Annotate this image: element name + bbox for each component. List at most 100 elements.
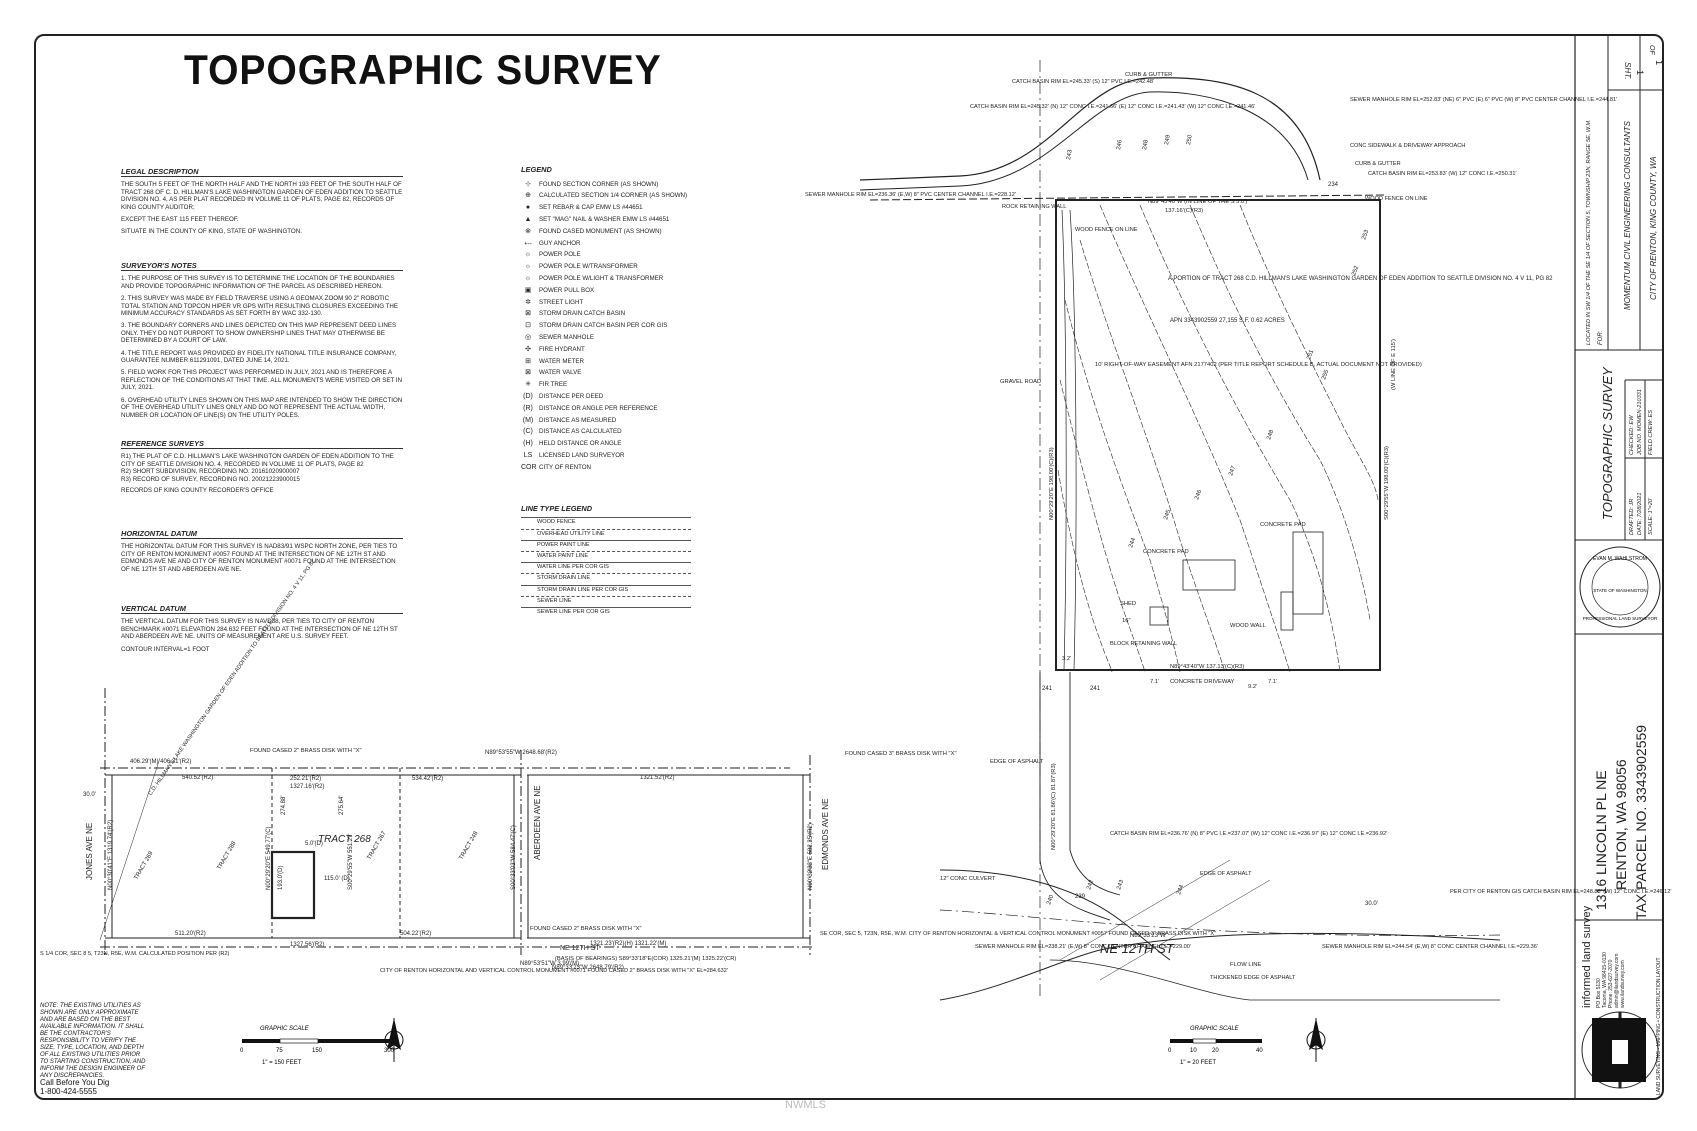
parcel-bearing: 137.16'(C)(R3) (1165, 208, 1203, 214)
aberdeen-ave-label: ABERDEEN AVE NE (533, 785, 542, 860)
legend-symbol-icon: ⤎ (524, 239, 532, 247)
legend-symbol-icon: ⊞ (525, 357, 531, 365)
legend-symbol-icon: LS (523, 451, 533, 459)
horizontal-text: THE HORIZONTAL DATUM FOR THIS SURVEY IS … (121, 543, 398, 573)
scale-tick: 10 (1190, 1048, 1197, 1054)
legend-item: ⊠STORM DRAIN CATCH BASIN (521, 308, 691, 320)
vertical-text: THE VERTICAL DATUM FOR THIS SURVEY IS NA… (121, 618, 398, 641)
client-name: MOMENTUM CIVIL ENGINEERING CONSULTANTS (1623, 120, 1632, 310)
dim-label: 406.29'(M) 406.31'(R2) (130, 759, 191, 765)
legend-symbol-icon: ● (525, 204, 531, 212)
legend-label: DISTANCE OR ANGLE PER REFERENCE (539, 404, 658, 412)
callout: WOOD WALL (1230, 623, 1267, 629)
subject-parcel-vicinity (270, 850, 316, 920)
line-type-item: WOOD FENCE (521, 517, 691, 528)
surveyor-note: 5. FIELD WORK FOR THIS PROJECT WAS PERFO… (121, 369, 403, 392)
dim-label: N00°32'33"E 582.35'(R2) (808, 823, 814, 890)
dim-label: 1321.23'(R2)(H) 1321.22'(M) (590, 941, 666, 947)
company-services: LAND SURVEYING • MAPPING • CONSTRUCTION … (1656, 957, 1662, 1095)
callout: SHED (1120, 601, 1136, 607)
dim-label: 30.0' (1365, 901, 1378, 907)
north-arrow-icon (384, 1018, 404, 1062)
contour-label: 242 (1086, 879, 1095, 891)
legend-item: ✣FIRE HYDRANT (521, 344, 691, 356)
scale-tick: 40 (1256, 1048, 1263, 1054)
call-phone: 1-800-424-5555 (40, 1087, 97, 1096)
legend-symbol-icon: ☼ (524, 251, 532, 259)
dim-label: 504.22'(R2) (400, 931, 431, 937)
legend-symbol-icon: ⊠ (525, 369, 531, 377)
legend-item: ⊡STORM DRAIN CATCH BASIN PER COR GIS (521, 320, 691, 332)
scale-title: GRAPHIC SCALE (1190, 1026, 1240, 1032)
callout: CONCRETE DRIVEWAY (1170, 679, 1235, 685)
legend-item: ⊗FOUND CASED MONUMENT (AS SHOWN) (521, 226, 691, 238)
legend-symbol-icon: ⊠ (525, 310, 531, 318)
dim-label: 3.2' (1062, 656, 1071, 662)
line-type-item: STORM DRAIN LINE PER COR GIS (521, 584, 691, 596)
callout: CONCRETE PAD (1143, 549, 1189, 555)
surveyor-note: 3. THE BOUNDARY CORNERS AND LINES DEPICT… (121, 322, 397, 345)
legend-symbol-icon: (H) (523, 440, 533, 448)
site-address: 1316 LINCOLN PL NE (1593, 770, 1609, 910)
line-type-label: OVERHEAD UTILITY LINE (535, 530, 607, 538)
diagonal-ref (99, 757, 161, 941)
callout: CURB & GUTTER (1125, 72, 1172, 78)
callout: PER CITY OF RENTON GIS CATCH BASIN RIM E… (1450, 889, 1671, 895)
reference-item: R3) RECORD OF SURVEY, RECORDING NO. 2002… (121, 475, 300, 483)
callout: CATCH BASIN RIM EL=245.32' (N) 12" CONC … (970, 104, 1255, 110)
monument-note: FOUND CASED 2" BRASS DISK WITH "X" (250, 748, 362, 754)
callout: CATCH BASIN RIM EL=236.76' (N) 8" PVC I.… (1110, 831, 1387, 837)
line-legend-heading: LINE TYPE LEGEND (521, 504, 593, 513)
legend-symbol-icon: ✲ (525, 298, 531, 306)
legend-item: LS LICENSED LAND SURVEYOR (521, 450, 691, 462)
callout: EDGE OF ASPHALT (990, 759, 1044, 765)
parcel-bearing: N89°43'40"W (IN LINE OF THE S 5.0') (1148, 199, 1247, 205)
dim-label: S00°33'03"W 584.47'(C) (511, 825, 517, 890)
tree-size: 16" (1122, 618, 1131, 624)
scale-bar-segment (318, 1039, 394, 1043)
se-corner-note: SE COR, SEC 5, T23N, R5E, W.M. CITY OF R… (820, 931, 1216, 937)
callout: SEWER MANHOLE RIM EL=236.36' (E,W) 8" PV… (805, 192, 1016, 198)
legend-symbol-icon: ☼ (524, 274, 532, 282)
contour-label: 246 (1194, 489, 1203, 501)
dim-label: 115.0' (D) (324, 876, 350, 882)
legend-label: CITY OF RENTON (539, 463, 592, 471)
legend-label: SET REBAR & CAP EMW LS #44651 (539, 204, 643, 212)
line-type-item: STORM DRAIN LINE (521, 573, 691, 584)
parcel-bearing: N00°29'20"E 198.00'(C)(R3) (1049, 447, 1055, 520)
legend-label: GUY ANCHOR (539, 239, 581, 247)
for-label: FOR: (1598, 330, 1604, 345)
scale-bar-segment (1216, 1039, 1262, 1043)
location-note: LOCATED IN SW 1/4 OF THE SE 1/4 OF SECTI… (1586, 119, 1592, 345)
utility-note: NOTE: THE EXISTING UTILITIES AS SHOWN AR… (40, 1003, 146, 1079)
monument-note: FOUND CASED 3" BRASS DISK WITH "X" (845, 751, 957, 757)
scale-tick: 0 (1168, 1048, 1172, 1054)
dim-label: 5.0'(D) (305, 841, 323, 847)
dim-label: 1321.52'(R2) (640, 775, 675, 781)
project-city: CITY OF RENTON, KING COUNTY, WA (1649, 156, 1658, 300)
legend-symbol-icon: ⊡ (525, 322, 531, 330)
callout: SEWER MANHOLE RIM EL=238.21' (E,W) 8" CO… (975, 944, 1191, 950)
legend-label: POWER POLE W/TRANSFORMER (539, 263, 638, 271)
legend-label: WATER VALVE (539, 369, 582, 377)
contour-label: 240 (1046, 894, 1055, 906)
dim-label: 7.1' (1150, 679, 1159, 685)
callout: WOOD FENCE ON LINE (1365, 196, 1428, 202)
legend-item: ⊕CALCULATED SECTION 1/4 CORNER (AS SHOWN… (521, 190, 691, 202)
contour-label: 234 (1328, 182, 1339, 188)
contour-label: 246 (1116, 139, 1124, 151)
surveyor-note: 6. OVERHEAD UTILITY LINES SHOWN ON THIS … (121, 396, 403, 419)
of-label: OF (1648, 45, 1655, 55)
seal-name: EVAN M. WAHLSTROM (1593, 556, 1647, 562)
legend-label: LICENSED LAND SURVEYOR (539, 451, 625, 459)
line-type-label: POWER PAINT LINE (535, 541, 592, 550)
dim-label: 1327.16'(R2) (290, 784, 325, 790)
vertical-heading: VERTICAL DATUM (121, 605, 403, 615)
company-po: PO Box 5130 (1596, 978, 1602, 1008)
legal-para: SITUATE IN THE COUNTY OF KING, STATE OF … (121, 228, 302, 236)
company-email: admin@ilandsurvey.com (1614, 954, 1620, 1008)
legend-symbol-icon: ⊕ (525, 192, 531, 200)
legend-label: SEWER MANHOLE (539, 333, 595, 341)
drafted-date: DATE: 7/28/2021 (1637, 493, 1643, 536)
